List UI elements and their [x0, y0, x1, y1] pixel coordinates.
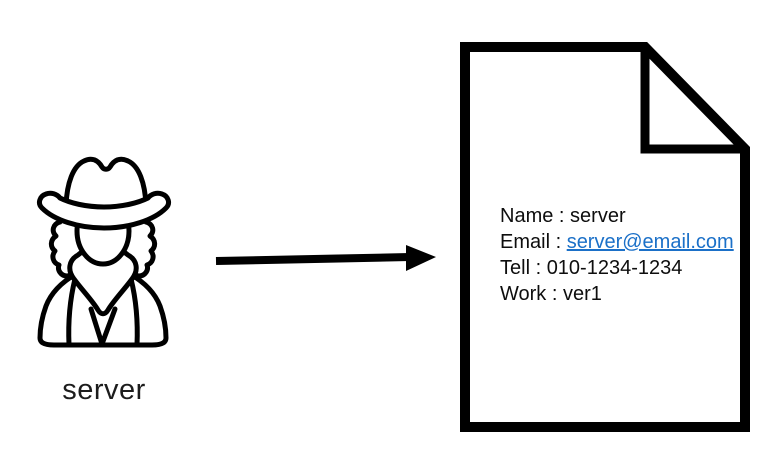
field-value: ver1 [562, 283, 602, 305]
field-label: Name [500, 205, 554, 227]
document-fields: Name : server Email : server@email.com T… [500, 203, 734, 307]
arrow-shaft [215, 253, 411, 265]
email-link[interactable]: server@email.com [566, 231, 734, 253]
field-label: Email [500, 231, 551, 253]
document-outline [460, 42, 750, 432]
document-icon [460, 42, 750, 432]
actor-label: server [62, 374, 146, 406]
field-value: 010-1234-1234 [546, 257, 683, 279]
document-fold-corner [640, 47, 745, 154]
document-field-tell: Tell : 010-1234-1234 [500, 257, 683, 279]
cowboy-user-icon [36, 156, 172, 348]
document-field-email: Email : server@email.com [500, 231, 734, 253]
field-label: Work [500, 283, 547, 305]
hat-crown-shape [63, 156, 149, 208]
collar-v-shape [88, 306, 118, 347]
document-field-work: Work : ver1 [500, 283, 602, 305]
hat-brim-shape [36, 190, 172, 231]
arrow-right-icon [215, 245, 436, 271]
arrow-head [406, 245, 436, 271]
field-label: Tell [500, 257, 531, 279]
document-field-name: Name : server [500, 205, 626, 227]
vest-line-left [66, 276, 78, 348]
field-value: server [570, 205, 626, 227]
vest-line-right [128, 276, 140, 348]
